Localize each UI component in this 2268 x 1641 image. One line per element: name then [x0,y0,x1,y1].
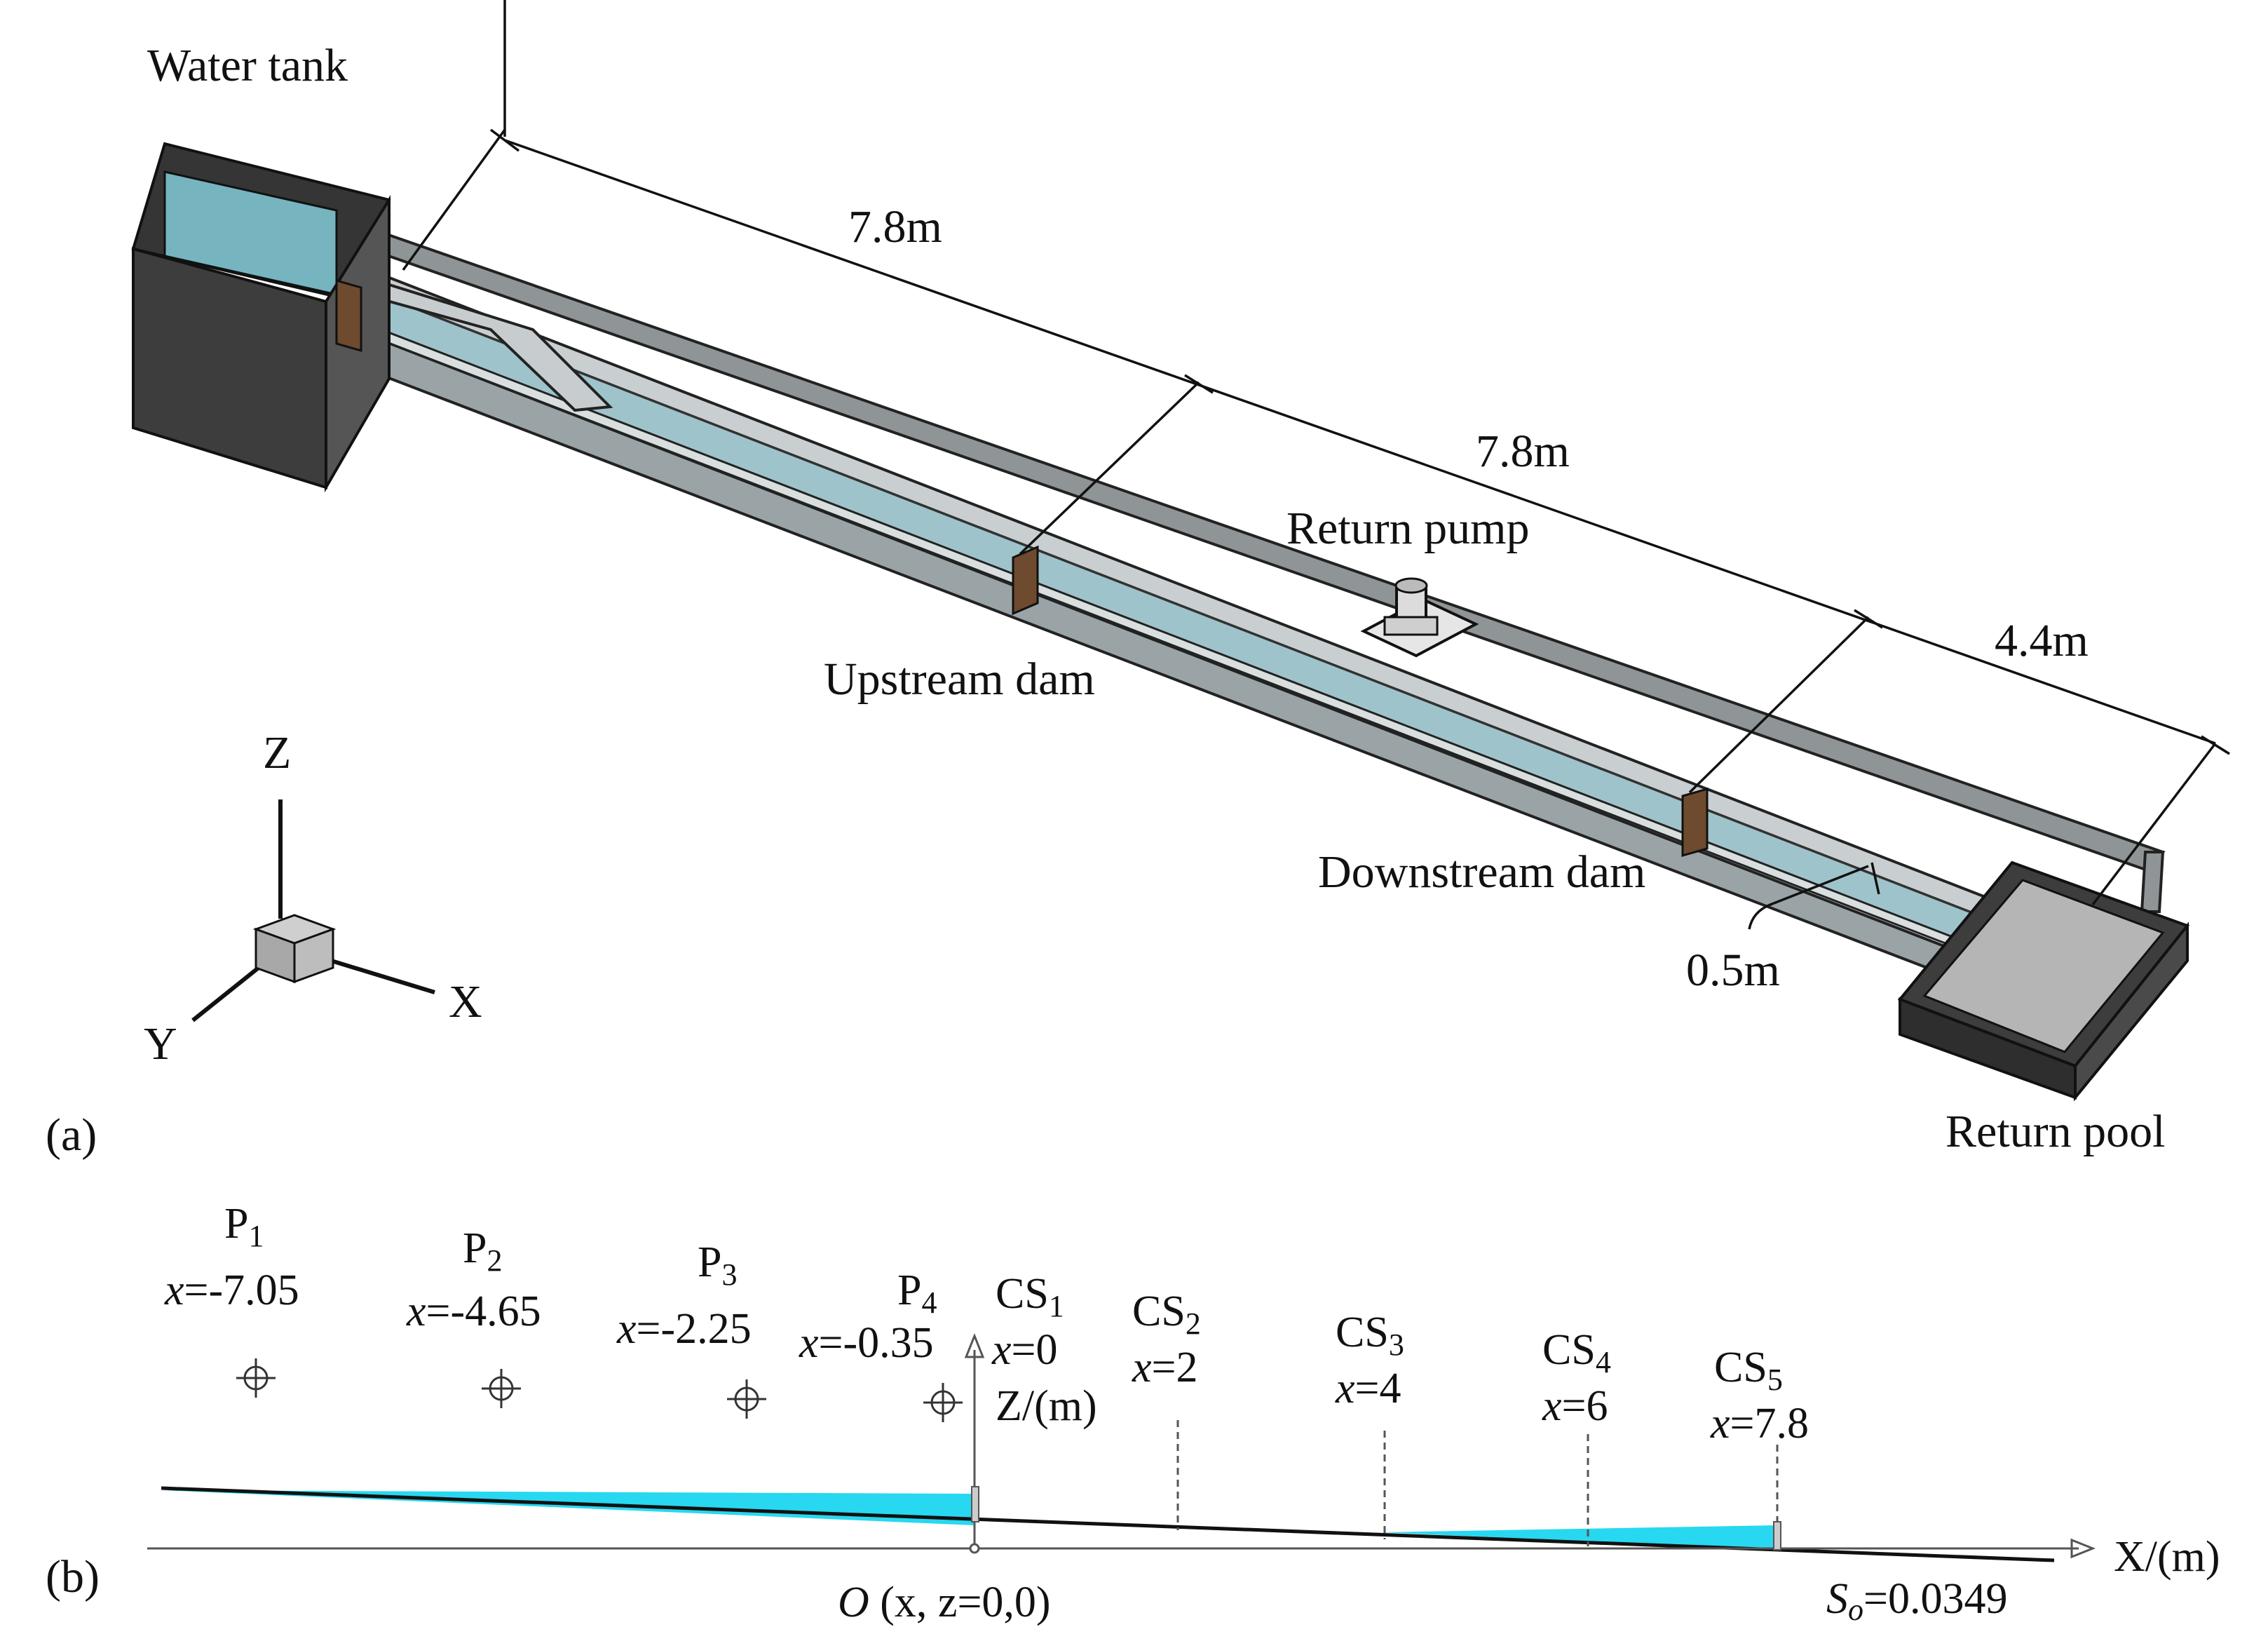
probe-marker-icon [923,1383,963,1422]
probe-x-label: x=-7.05 [164,1267,299,1314]
section-name: CS3 [1336,1309,1404,1362]
panel-a-label: (a) [46,1109,97,1161]
axis-y-label: Y [144,1018,177,1069]
section-lines [1176,1420,1779,1546]
dim-7.8m-first: 7.8m [848,201,942,252]
probe-x-label: x=-0.35 [799,1319,934,1367]
upstream-dam-section [971,1486,979,1522]
probe-marker-icon [482,1369,521,1408]
slope-label: So=0.0349 [1826,1575,2007,1627]
probe-name: P2 [463,1224,502,1278]
x-axis-label: X/(m) [2114,1533,2220,1581]
section-name: CS2 [1132,1288,1201,1341]
z-axis-arrow [964,1332,985,1358]
origin-point [969,1543,980,1554]
channel-bed [161,1486,2055,1562]
dim-4.4m: 4.4m [1995,615,2089,666]
section-name: CS4 [1542,1326,1611,1379]
upstream-dam-shape [1012,545,1039,616]
axis-triad [191,799,435,1022]
panel-a: Water tank 7.8m 7.8m 4.4m Return pump Up… [46,0,2230,1161]
section-x-label: x=6 [1542,1382,1608,1430]
probe-marker-icon [236,1358,276,1398]
upstream-water [161,1490,975,1525]
probe-x-label: x=-4.65 [406,1288,541,1335]
probe-name: P1 [224,1200,264,1253]
water-tank-label: Water tank [147,40,348,91]
probe-labels: P1 x=-7.05 P2 x=-4.65 P3 x=-2.25 P4x=-0.35 [164,1200,937,1367]
probe-x-label: x=-2.25 [616,1305,752,1353]
probe-name: P3 [698,1238,737,1292]
upstream-dam-label: Upstream dam [824,654,1095,705]
downstream-dam-label: Downstream dam [1318,846,1645,898]
z-axis-label: Z/(m) [996,1382,1097,1430]
probe-markers [236,1358,963,1422]
downstream-water [1381,1525,1777,1550]
flume-channel [353,271,2049,994]
section-x-label: x=2 [1132,1344,1198,1391]
downstream-dam-section [1773,1521,1781,1551]
dams [1012,545,1709,857]
pump [1360,577,1479,658]
return-pump-label: Return pump [1286,503,1529,554]
water-tank [131,142,391,493]
axis-x-label: X [449,976,482,1027]
section-x-label: x=4 [1335,1365,1401,1412]
return-pool [1897,860,2190,1102]
axis-z-label: Z [263,727,291,778]
dimension-lines [402,0,2230,930]
return-pool-label: Return pool [1946,1106,2165,1157]
probe-name: P4 [897,1267,937,1320]
x-axis-arrow [2070,1538,2096,1559]
origin-label: O (x, z=0,0) [838,1579,1051,1626]
return-pipe [377,229,2166,913]
dim-7.8m-second: 7.8m [1476,426,1570,477]
probe-marker-icon [727,1379,766,1419]
panel-b: P1 x=-7.05 P2 x=-4.65 P3 x=-2.25 P4x=-0.35 CS1… [46,1200,2220,1627]
panel-b-label: (b) [46,1551,100,1602]
section-name: CS5 [1714,1344,1783,1397]
section-x-label: x=7.8 [1710,1400,1809,1447]
downstream-dam-shape [1681,788,1709,857]
section-x-label: x=0 [991,1326,1058,1374]
section-name: CS1 [996,1270,1064,1323]
width-label: 0.5m [1686,945,1780,996]
